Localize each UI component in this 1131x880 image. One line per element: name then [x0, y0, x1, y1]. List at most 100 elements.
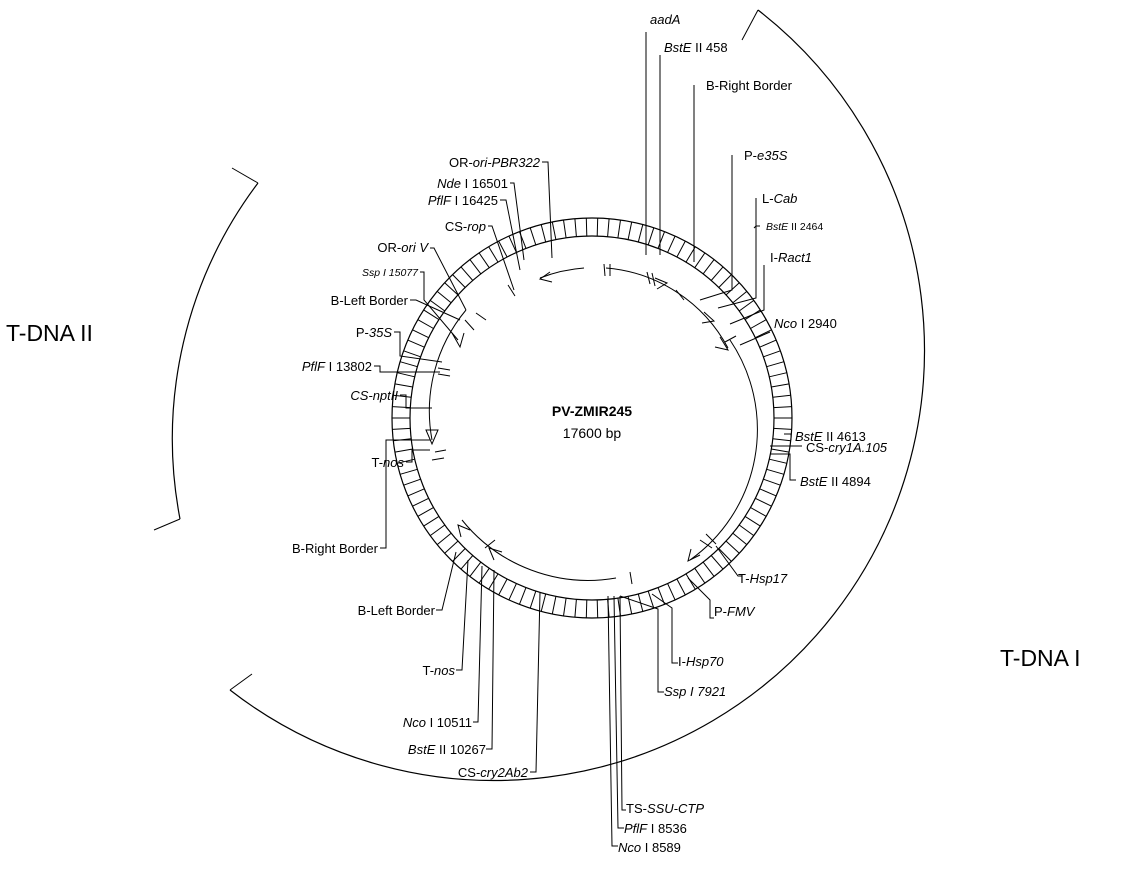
ring-hatch [769, 458, 787, 464]
feature-label-part: ori-PBR322 [473, 155, 541, 170]
ring-hatch [574, 599, 577, 618]
feature-label-lcab: L-Cab [762, 191, 797, 206]
feature-label-blb2: B-Left Border [358, 603, 436, 618]
feature-label-part: BstE [795, 429, 823, 444]
feature-label-part: cry2Ab2 [480, 765, 528, 780]
ring-hatch [478, 567, 490, 584]
feature-label-part: Cab [774, 191, 798, 206]
feature-label-part: I 2940 [797, 316, 837, 331]
plasmid-name: PV-ZMIR245 [552, 403, 632, 419]
ring-hatch [460, 266, 474, 281]
tdna2-label: T-DNA II [6, 320, 93, 346]
feature-label-oripbr: OR-ori-PBR322 [449, 155, 541, 170]
feature-label-part: BstE [766, 221, 789, 233]
feature-label-part: BstE [408, 742, 436, 757]
ring-hatch [444, 282, 459, 296]
feature-label-part: T- [738, 571, 750, 586]
feature-label-csrop: CS-rop [445, 219, 486, 234]
feature-label-nco10511: Nco I 10511 [403, 715, 472, 730]
feature-label-part: Nco [774, 316, 797, 331]
ring-hatch [488, 573, 499, 590]
feature-label-part: CS- [806, 440, 828, 455]
ring-hatch [488, 246, 499, 263]
ring-hatch [563, 598, 567, 617]
ring-hatch [769, 372, 787, 378]
ring-hatch [676, 578, 686, 596]
ring-hatch [763, 478, 781, 486]
feature-label-bste10267: BstE II 10267 [408, 742, 486, 757]
feature-label-pfmv: P-FMV [714, 604, 756, 619]
feature-label-part: I- [770, 250, 778, 265]
ring-hatch [417, 319, 434, 329]
feature-label-part: CS-nptII [350, 388, 398, 403]
feature-label-part: BstE [664, 40, 692, 55]
arrow-hsp17 [687, 548, 701, 562]
ring-hatch [771, 383, 790, 388]
tdna1-start-tick [229, 673, 253, 691]
ring-hatch [478, 252, 490, 269]
ring-hatch [498, 578, 508, 596]
tdna1-label: T-DNA I [1000, 645, 1081, 671]
ring-hatch [738, 299, 755, 312]
feature-label-aadA: aadA [650, 12, 680, 27]
feature-label-part: II 458 [691, 40, 727, 55]
ring-hatch [771, 448, 790, 453]
feature-label-part: CS- [445, 219, 467, 234]
feature-label-bste458: BstE II 458 [664, 40, 728, 55]
arrow-cab [654, 277, 669, 290]
nptii-arc [428, 309, 467, 441]
ring-hatch [469, 259, 482, 275]
feature-label-part: B-Right Border [706, 78, 793, 93]
ring-hatch [392, 427, 411, 430]
feature-label-nde16501: Nde I 16501 [437, 176, 508, 191]
feature-label-part: FMV [727, 604, 756, 619]
ring-hatch [436, 532, 452, 545]
feature-label-pflf8536: PflF I 8536 [624, 821, 687, 836]
feature-label-part: nos [434, 663, 455, 678]
ring-hatch [702, 259, 715, 275]
feature-label-part: I 16501 [461, 176, 508, 191]
tdna1-end-tick [741, 9, 759, 41]
ring-hatch [436, 291, 452, 304]
ring-hatch [585, 599, 588, 618]
feature-label-part: Ract1 [778, 250, 812, 265]
ring-hatch [394, 448, 413, 453]
feature-label-csnptii: CS-nptII [350, 388, 398, 403]
feature-label-p35s: P-35S [356, 325, 392, 340]
ring-hatch [460, 555, 474, 570]
ring-hatch [423, 515, 440, 527]
feature-label-part: I 8589 [641, 840, 681, 855]
feature-label-part: OR- [377, 240, 401, 255]
feature-label-part: TS- [626, 801, 647, 816]
ring-hatch [417, 507, 434, 517]
ring-hatch [393, 394, 412, 398]
ring-hatch [596, 218, 599, 237]
ring-hatch [750, 507, 767, 517]
ring-hatch [759, 339, 777, 348]
tdna2-top-tick [231, 167, 259, 184]
feature-label-part: Nde [437, 176, 461, 191]
ring-hatch [744, 515, 761, 527]
tdna2-arc [171, 182, 259, 520]
ring-hatch [647, 590, 655, 609]
feature-label-part: T- [371, 455, 383, 470]
ring-hatch [694, 567, 706, 584]
ring-hatch [444, 540, 459, 554]
feature-label-nco2940: Nco I 2940 [774, 316, 837, 331]
feature-label-part: I 10511 [426, 715, 472, 730]
ring-hatch [529, 590, 537, 609]
ring-hatch [766, 361, 785, 368]
feature-label-bste4894: BstE II 4894 [800, 474, 871, 489]
ring-hatch [725, 540, 740, 554]
ring-hatch [563, 219, 567, 238]
ring-hatch [657, 231, 666, 249]
ring-hatch [718, 548, 732, 562]
feature-label-part: P- [744, 148, 757, 163]
feature-label-pe35s: P-e35S [744, 148, 788, 163]
feature-label-part: B-Left Border [358, 603, 436, 618]
feature-label-part: e35S [757, 148, 788, 163]
ring-hatch [412, 497, 429, 507]
site-ticks [431, 263, 737, 585]
ring-hatch [685, 573, 696, 590]
ring-hatch [732, 532, 748, 545]
